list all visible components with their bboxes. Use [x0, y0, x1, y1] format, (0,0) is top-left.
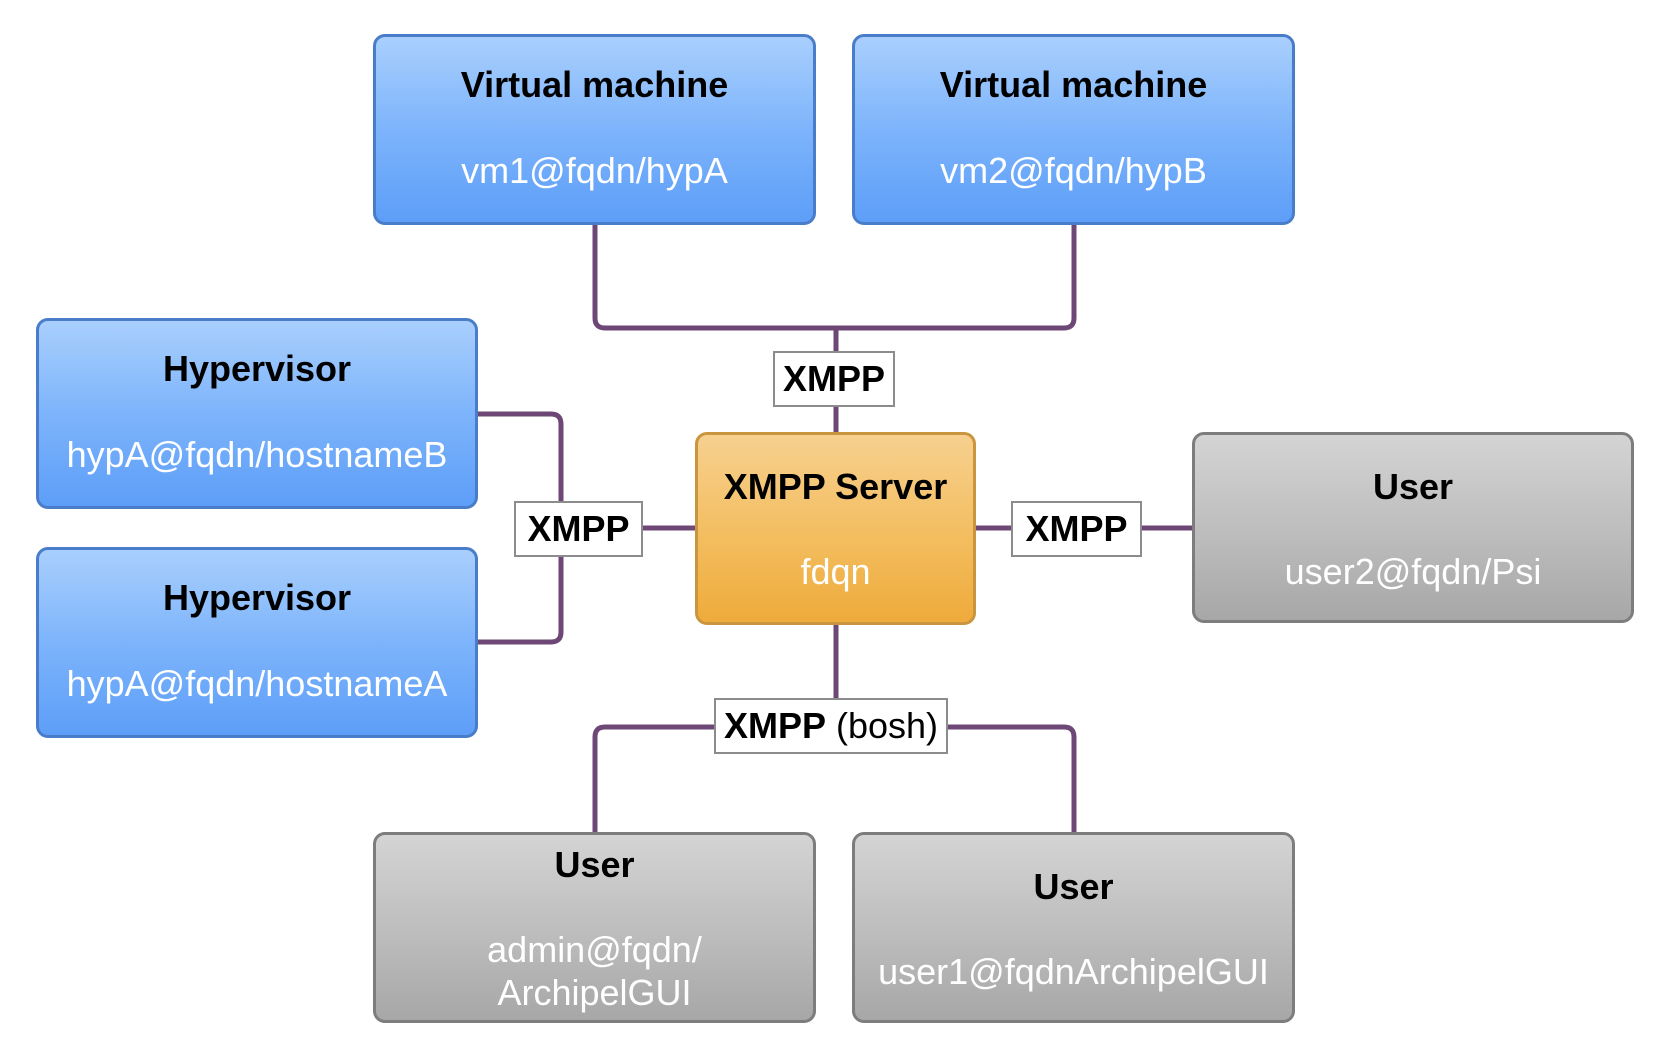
connection-label-right: XMPP — [1011, 501, 1142, 557]
node-hypervisor-b[interactable]: Hypervisor hypA@fqdn/hostnameB — [36, 318, 478, 509]
connector-vm1-to-server — [592, 222, 836, 331]
connector-user-admin — [592, 724, 836, 832]
node-virtual-machine-1[interactable]: Virtual machine vm1@fqdn/hypA — [373, 34, 816, 225]
node-address: user2@fqdn/Psi — [1284, 551, 1542, 592]
connector-user-archipel — [836, 724, 1077, 832]
node-title: Hypervisor — [162, 348, 352, 389]
node-address: hypA@fqdn/hostnameA — [66, 663, 448, 704]
node-title: XMPP Server — [723, 466, 948, 507]
node-address: vm1@fqdn/hypA — [461, 150, 728, 191]
connector-vm2-to-server — [836, 222, 1077, 331]
node-title: Virtual machine — [460, 64, 729, 105]
connection-label-left: XMPP — [514, 501, 643, 557]
node-user-archipel[interactable]: User user1@fqdnArchipelGUI — [852, 832, 1295, 1023]
node-address: user1@fqdnArchipelGUI — [878, 951, 1269, 992]
connection-label-suffix: (bosh) — [825, 705, 939, 746]
node-address: hypA@fqdn/hostnameB — [66, 434, 448, 475]
connection-label-text: XMPP — [1025, 508, 1128, 549]
node-title: Hypervisor — [162, 577, 352, 618]
connection-label-bottom: XMPP (bosh) — [714, 698, 948, 754]
node-address: fdqn — [800, 551, 871, 592]
node-address-line-1: admin@fqdn/ — [487, 929, 702, 970]
node-title: Virtual machine — [939, 64, 1208, 105]
node-hypervisor-a[interactable]: Hypervisor hypA@fqdn/hostnameA — [36, 547, 478, 738]
node-address: vm2@fqdn/hypB — [940, 150, 1207, 191]
node-title: User — [554, 844, 635, 885]
node-address-line-2: ArchipelGUI — [497, 972, 692, 1013]
connection-label-text: XMPP — [723, 705, 826, 746]
node-virtual-machine-2[interactable]: Virtual machine vm2@fqdn/hypB — [852, 34, 1295, 225]
node-user-admin[interactable]: User admin@fqdn/ ArchipelGUI — [373, 832, 816, 1023]
node-user-psi[interactable]: User user2@fqdn/Psi — [1192, 432, 1634, 623]
connection-label-top: XMPP — [773, 351, 895, 407]
node-title: User — [1372, 466, 1454, 507]
node-title: User — [1033, 866, 1114, 907]
connection-label-text: XMPP — [782, 358, 886, 399]
connection-label-text: XMPP — [527, 508, 630, 549]
node-xmpp-server[interactable]: XMPP Server fdqn — [695, 432, 976, 625]
